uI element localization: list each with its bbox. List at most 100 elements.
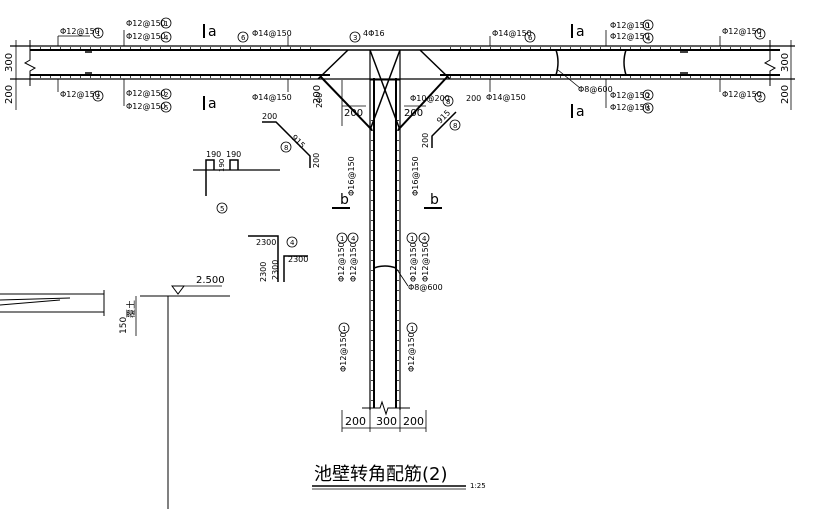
circle-v-l1b: 1 [342, 325, 346, 333]
section-mark-a-top: a [208, 24, 217, 40]
label-tl-3: Φ12@150 [126, 32, 166, 41]
label-v-12-150-l3: Φ12@150 [339, 332, 348, 372]
dim-corner-left-v200: 200 [312, 85, 323, 104]
shape4-dim-2300c: 2300 [259, 262, 268, 282]
circle-tr-c1: 1 [646, 22, 650, 30]
dim-corner-right-200: 200 [404, 108, 423, 119]
circle-c-3: 3 [353, 34, 357, 42]
label-bl-1: Φ12@150 [60, 90, 100, 99]
label-bl-2: Φ12@150 [126, 89, 166, 98]
label-tl-2: Φ12@150 [126, 19, 166, 28]
dim-bottom-300: 300 [376, 415, 397, 428]
elevation-value: 2.500 [196, 275, 225, 286]
circle-c-8: 8 [446, 98, 450, 106]
circle-tr-6: 6 [528, 34, 533, 42]
bar-shape-8-left: 200 915 200 8 [262, 112, 321, 168]
bar-shape-5: 190 190 190 5 [193, 150, 280, 214]
circle-tl-c1: 1 [164, 20, 168, 28]
section-mark-a-bottom: a [208, 96, 217, 112]
circle-bl-2: 2 [96, 93, 100, 101]
circle-v-r1: 1 [410, 235, 414, 243]
label-c-10-200: Φ10@200 [410, 94, 450, 103]
shape5-dim-190b: 190 [226, 150, 241, 159]
label-tr-2: Φ12@150 [610, 32, 650, 41]
label-v-12-150-r2: Φ12@150 [421, 242, 430, 282]
dim-right-300: 300 [780, 53, 791, 72]
labels-bottom-right: Φ14@150 Φ8@600 a Φ12@150 2 Φ12@150 5 Φ12… [486, 69, 766, 120]
label-v-8-600: Φ8@600 [408, 283, 443, 292]
circle-tr-1: 1 [758, 31, 762, 39]
shape4-circle: 4 [290, 239, 295, 247]
label-4-16: 4Φ16 [363, 29, 385, 38]
shape4-dim-2300b: 2300 [288, 255, 308, 264]
circle-v-r4: 4 [422, 235, 427, 243]
shape5-dim-190c: 190 [218, 159, 226, 172]
circle-t-6: 6 [241, 34, 246, 42]
labels-top-right: Φ14@150 6 a Φ12@150 1 Φ12@150 4 Φ12@150 … [489, 19, 766, 46]
circle-tl-1: 1 [96, 30, 100, 38]
dim-left-200: 200 [4, 85, 15, 104]
elevation-detail: 2.500 150 覆土 [0, 275, 230, 509]
section-mark-b-r: b [430, 192, 439, 208]
label-b-14-150: Φ14@150 [252, 93, 292, 102]
circle-v-l1: 1 [340, 235, 344, 243]
title-scale: 1:25 [470, 482, 486, 490]
shape8-dim-200b: 200 [312, 153, 321, 168]
label-br-3: Φ12@150 [722, 90, 762, 99]
circle-br-c5: 5 [646, 105, 650, 113]
section-mark-a-tr: a [576, 24, 585, 40]
labels-bottom-left: Φ12@150 2 Φ12@150 2 Φ12@150 5 a Φ14@150 [57, 79, 292, 113]
shape8-circle: 8 [284, 144, 288, 152]
circle-br-c2: 2 [646, 92, 650, 100]
labels-top-left: Φ12@150 1 Φ12@150 1 Φ12@150 4 a 6 Φ14@15… [57, 17, 292, 46]
label-tr-3: Φ12@150 [722, 27, 762, 36]
horizontal-wall [10, 40, 795, 86]
label-br-1: Φ12@150 [610, 91, 650, 100]
label-bl-3: Φ12@150 [126, 102, 166, 111]
dim-bottom-200b: 200 [403, 415, 424, 428]
shape8r-circle: 8 [453, 122, 457, 130]
section-mark-a-br: a [576, 104, 585, 120]
section-mark-b-l: b [340, 192, 349, 208]
shape5-circle: 5 [220, 205, 224, 213]
circle-br-2: 2 [758, 94, 762, 102]
label-v-16-150-r: Φ16@150 [411, 156, 420, 196]
label-br-8-600: Φ8@600 [578, 85, 613, 94]
dim-bottom-200a: 200 [345, 415, 366, 428]
shape8r-dim-200: 200 [421, 133, 430, 148]
label-v-12-150-r1: Φ12@150 [409, 242, 418, 282]
elevation-dim-150: 150 [119, 317, 129, 334]
dim-corner-left-200: 200 [344, 108, 363, 119]
label-tr-14-150: Φ14@150 [492, 29, 532, 38]
dim-right-200: 200 [780, 85, 791, 104]
dim-left-300: 300 [4, 53, 15, 72]
labels-vertical-wall: Φ16@150 Φ16@150 200 b b Φ12@150 Φ12@150 … [315, 93, 443, 372]
shape4-dim-2300a: 2300 [256, 238, 276, 247]
circle-tr-c4: 4 [646, 35, 651, 43]
label-br-2: Φ12@150 [610, 103, 650, 112]
shape5-dim-190a: 190 [206, 150, 221, 159]
label-br-14-150: Φ14@150 [486, 93, 526, 102]
circle-bl-c2: 2 [164, 91, 168, 99]
vertical-wall [317, 49, 451, 416]
shape8r-dim-915: 915 [435, 108, 452, 125]
dim-c-200-r: 200 [466, 94, 481, 103]
drawing-title: 池壁转角配筋(2) 1:25 [312, 464, 486, 490]
shape4-dim-2300d: 2300 [271, 260, 280, 280]
label-v-16-150-l: Φ16@150 [347, 156, 356, 196]
elevation-note: 覆土 [125, 300, 137, 318]
bar-shape-4: 2300 2300 2300 2300 4 [248, 235, 308, 282]
dimensions: 300 200 300 200 200 200 200 200 300 200 [4, 40, 795, 432]
label-t-14-150: Φ14@150 [252, 29, 292, 38]
circle-v-l4: 4 [351, 235, 356, 243]
bar-shape-8-right: 915 200 8 [421, 108, 461, 148]
dim-v-200-l: 200 [315, 93, 324, 108]
shape8-dim-200a: 200 [262, 112, 277, 121]
label-tl-1: Φ12@150 [60, 27, 100, 36]
circle-bl-c5: 5 [164, 104, 168, 112]
label-v-12-150-r3: Φ12@150 [407, 332, 416, 372]
label-v-12-150-l1: Φ12@150 [337, 242, 346, 282]
label-tr-1: Φ12@150 [610, 21, 650, 30]
